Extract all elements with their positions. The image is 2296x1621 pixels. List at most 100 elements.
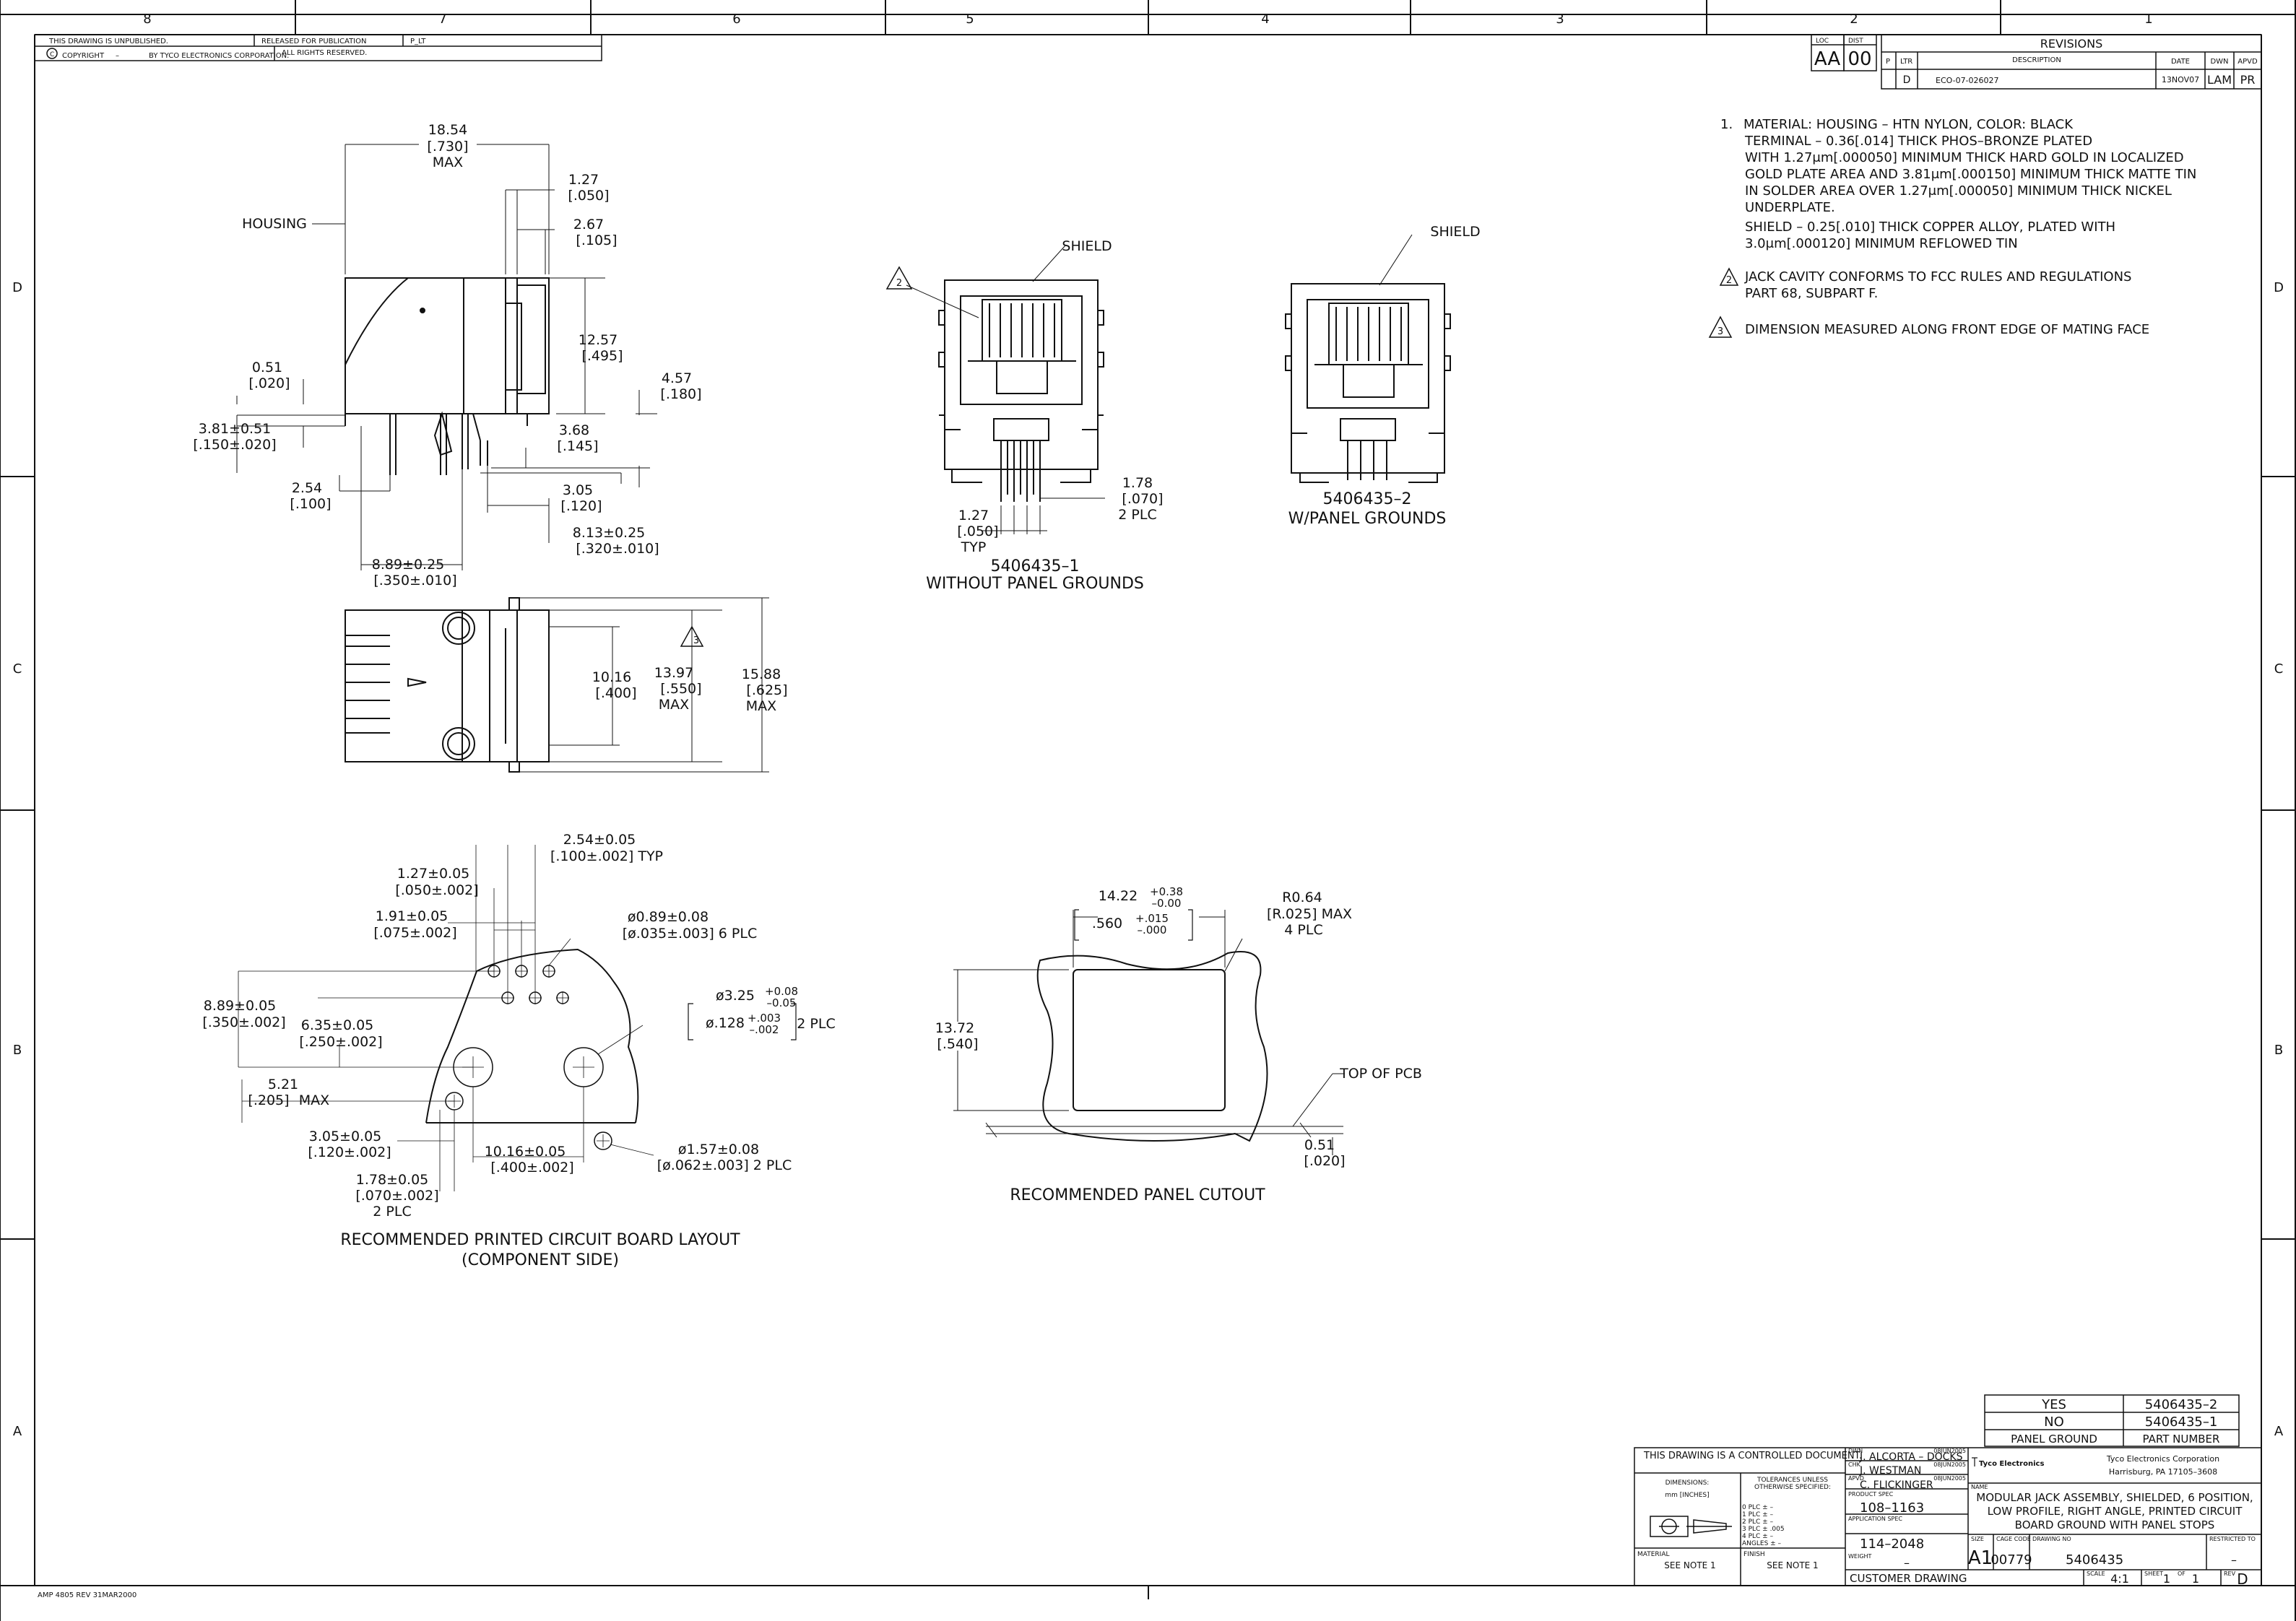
tolerance-line-1: 0 PLC ± – — [1742, 1504, 1774, 1511]
rev-row-apvd: PR — [2240, 73, 2256, 87]
pcb-dim-half-pitch: 1.27±0.05 — [397, 866, 470, 882]
side-dim-pin: 3.68 — [559, 422, 589, 438]
pcb-dim-pin-hole-inch: [ø.035±.003] 6 PLC — [623, 926, 757, 942]
top-dim-mid-max: MAX — [659, 697, 689, 713]
released-text: RELEASED FOR PUBLICATION — [261, 38, 366, 45]
zone-side-a-right: A — [2274, 1424, 2284, 1439]
side-dim-depth-inch: [.320±.010] — [576, 541, 659, 557]
panel-dim-width: 14.22 — [1099, 888, 1138, 904]
units-value: mm [INCHES] — [1665, 1492, 1709, 1499]
drawing-number-value: 5406435 — [2066, 1552, 2123, 1568]
side-dim-tab: 1.27 — [568, 172, 599, 188]
dist-label: DIST — [1848, 38, 1863, 45]
pcb-dim-ground-offset-plc: 2 PLC — [373, 1204, 411, 1220]
front-view-2: SHIELD 5406435–2 W/PANEL GROUNDS — [1285, 224, 1481, 528]
note-3-triangle — [1708, 316, 1733, 338]
checked-date: 08JUN2005 — [1933, 1461, 1966, 1468]
panel-dim-width-tol-minus: –0.00 — [1152, 897, 1182, 910]
side-dim-height: 12.57 — [579, 332, 618, 348]
product-spec-value: 108–1163 — [1860, 1500, 1924, 1516]
pcb-dim-row-span-inch: [.350±.002] — [202, 1014, 285, 1030]
side-dim-height-inch: [.495] — [581, 348, 623, 364]
rev-col-desc: DESCRIPTION — [2012, 56, 2061, 64]
pcb-ground-hole — [594, 1131, 612, 1150]
side-dim-lead-inch: [.180] — [660, 386, 701, 402]
pcb-dim-post-span: 10.16±0.05 — [485, 1144, 566, 1160]
part-table-row-1-part: 5406435–2 — [2145, 1397, 2218, 1412]
pcb-dim-pitch-inch: [.100±.002] TYP — [550, 848, 663, 864]
zone-side-a: A — [13, 1424, 22, 1439]
panel-cutout: 14.22 +0.38 –0.00 .560 +.015 –.000 R0.64… — [935, 885, 1422, 1204]
rev-label: REV — [2224, 1570, 2236, 1577]
checked-by: J. WESTMAN — [1859, 1465, 1921, 1477]
note-3-text: DIMENSION MEASURED ALONG FRONT EDGE OF M… — [1745, 322, 2149, 337]
rev-row-dwn: LAM — [2207, 73, 2232, 87]
scale-value: 4:1 — [2110, 1572, 2129, 1586]
tolerance-header-1: TOLERANCES UNLESS — [1756, 1477, 1828, 1484]
part-table-row-1-ground: YES — [2041, 1397, 2066, 1412]
cage-code-label: CAGE CODE — [1996, 1536, 2031, 1542]
top-dim-mid: 13.97 — [654, 665, 693, 681]
front1-description: WITHOUT PANEL GROUNDS — [926, 575, 1144, 593]
zone-side-b: B — [13, 1043, 22, 1058]
zone-top-5: 5 — [966, 12, 974, 27]
title-line-3: BOARD GROUND WITH PANEL STOPS — [2015, 1518, 2215, 1531]
panel-outline — [1036, 951, 1268, 1142]
pcb-dim-post-hole-tol-minus: –0.05 — [767, 996, 797, 1009]
pcb-dim-ground: 3.05±0.05 — [309, 1129, 382, 1144]
zone-top-4: 4 — [1261, 12, 1269, 27]
rev-col-ltr: LTR — [1900, 58, 1912, 66]
side-dim-offset-inch: [.120] — [560, 498, 602, 514]
weight-label: WEIGHT — [1848, 1553, 1872, 1560]
pcb-dim-post-hole-inch: ø.128 — [706, 1015, 745, 1031]
pcb-dim-row-span: 8.89±0.05 — [204, 998, 277, 1014]
front1-dim-pin: 1.78 — [1122, 475, 1153, 491]
pcb-dim-post-offset-max: MAX — [299, 1092, 329, 1108]
copyright-text: COPYRIGHT — [62, 52, 105, 60]
top-note-3-triangle — [680, 625, 704, 647]
zone-top-3: 3 — [1556, 12, 1564, 27]
top-of-pcb-label: TOP OF PCB — [1339, 1066, 1422, 1082]
zone-top-2: 2 — [1850, 12, 1858, 27]
rights-text: ALL RIGHTS RESERVED. — [282, 49, 367, 57]
panel-cutout-title: RECOMMENDED PANEL CUTOUT — [1010, 1186, 1265, 1204]
panel-dim-height-inch: [.540] — [937, 1036, 978, 1052]
pcb-dim-row-inch: [.250±.002] — [299, 1034, 382, 1050]
part-table-head-ground: PANEL GROUND — [2011, 1433, 2097, 1446]
top-dim-overall: 15.88 — [742, 666, 781, 682]
side-dim-width-max: MAX — [433, 155, 463, 170]
released-by-text: P_LT — [410, 38, 426, 45]
tolerance-line-3: 2 PLC ± – — [1742, 1518, 1774, 1526]
header-block: THIS DRAWING IS UNPUBLISHED. RELEASED FO… — [34, 34, 602, 61]
pcb-dim-post-hole-tol-plus: +0.08 — [765, 985, 798, 998]
product-spec-label: PRODUCT SPEC — [1848, 1491, 1894, 1498]
note-2-number: 2 — [1726, 275, 1732, 286]
tyco-logo-icon — [1972, 1457, 1977, 1466]
corporation-address: Harrisburg, PA 17105–3608 — [2109, 1467, 2217, 1477]
checked-label: CHK — [1848, 1461, 1861, 1468]
scale-label: SCALE — [2087, 1570, 2105, 1577]
tolerance-header-2: OTHERWISE SPECIFIED: — [1754, 1484, 1831, 1491]
pcb-board-outline — [425, 948, 639, 1124]
loc-value: AA — [1814, 48, 1841, 70]
side-dim-row: 8.89±0.25 — [372, 557, 445, 573]
tolerance-line-4: 3 PLC ± .005 — [1742, 1526, 1785, 1533]
notes-block: 1. MATERIAL: HOUSING – HTN NYLON, COLOR:… — [1708, 117, 2196, 338]
note-2-line-1: JACK CAVITY CONFORMS TO FCC RULES AND RE… — [1744, 269, 2131, 284]
pcb-dim-ground-offset: 1.78±0.05 — [356, 1172, 429, 1188]
controlled-document-text: THIS DRAWING IS A CONTROLLED DOCUMENT. — [1643, 1451, 1862, 1461]
corporation-name: Tyco Electronics Corporation — [2106, 1454, 2219, 1464]
note-1-line-7: SHIELD – 0.25[.010] THICK COPPER ALLOY, … — [1745, 220, 2115, 235]
form-id: AMP 4805 REV 31MAR2000 — [38, 1591, 137, 1599]
side-dim-width-inch: [.730] — [427, 139, 468, 155]
zone-side-d-right: D — [2274, 280, 2284, 295]
title-block: THIS DRAWING IS A CONTROLLED DOCUMENT. D… — [1634, 1447, 2262, 1588]
note-1-line-5: IN SOLDER AREA OVER 1.27μm[.000050] MINI… — [1745, 183, 2172, 199]
front-view-1: 2 SHIELD 1.78 [.070] 2 PLC 1.27 [.050] T… — [885, 238, 1164, 593]
front1-shield-label: SHIELD — [1062, 238, 1112, 254]
panel-dim-thickness-inch: [.020] — [1304, 1153, 1345, 1169]
restricted-value: – — [2231, 1553, 2237, 1567]
pcb-dim-post-hole-plc: 2 PLC — [797, 1016, 835, 1032]
front1-dim-pitch: 1.27 — [958, 508, 989, 523]
zone-top-8: 8 — [143, 12, 151, 27]
